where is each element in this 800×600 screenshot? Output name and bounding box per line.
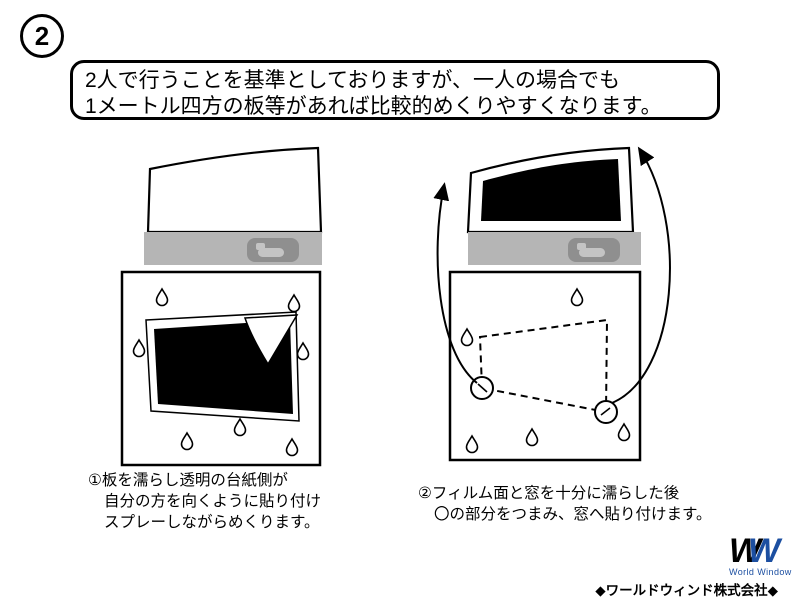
applied-film	[481, 159, 621, 221]
instruction-bubble: 2人で行うことを基準としておりますが、一人の場合でも 1メートル四方の板等があれ…	[70, 60, 720, 120]
step-number: 2	[34, 21, 50, 51]
step-number-badge: 2	[20, 14, 64, 58]
grab-point-circle	[594, 400, 618, 424]
arrow-right-to-window	[611, 146, 671, 404]
logo-mark-w1: W	[729, 532, 762, 570]
caption-right-line-1: ②フィルム面と窓を十分に濡らした後	[418, 485, 680, 502]
arrow-left-to-window	[433, 182, 478, 384]
caption-left-line-1: ①板を濡らし透明の台紙側が	[88, 472, 288, 489]
caption-right: ②フィルム面と窓を十分に濡らした後 〇の部分をつまみ、窓へ貼り付けます。	[418, 483, 711, 525]
caption-right-line-2: 〇の部分をつまみ、窓へ貼り付けます。	[434, 506, 712, 523]
bubble-line-1: 2人で行うことを基準としておりますが、一人の場合でも	[85, 69, 620, 92]
peeled-corner	[243, 314, 299, 366]
logo-mark-w2: W	[748, 532, 781, 570]
company-name: ◆ワールドウィンド株式会社◆	[595, 583, 778, 598]
figure-left	[120, 146, 323, 467]
caption-left-line-2: 自分の方を向くように貼り付け	[104, 493, 322, 510]
figure-right	[433, 146, 671, 462]
window-film-clear	[146, 146, 323, 234]
bubble-line-2: 1メートル四方の板等があれば比較的めくりやすくなります。	[85, 95, 662, 118]
logo-subtitle: World Window	[729, 567, 792, 577]
wet-board	[448, 270, 642, 462]
caption-left: ①板を濡らし透明の台紙側が 自分の方を向くように貼り付け スプレーしながらめくり…	[88, 470, 321, 533]
spray-bottle-icon	[577, 243, 605, 257]
spray-bottle-icon	[256, 243, 284, 257]
caption-left-line-3: スプレーしながらめくります。	[104, 514, 320, 531]
